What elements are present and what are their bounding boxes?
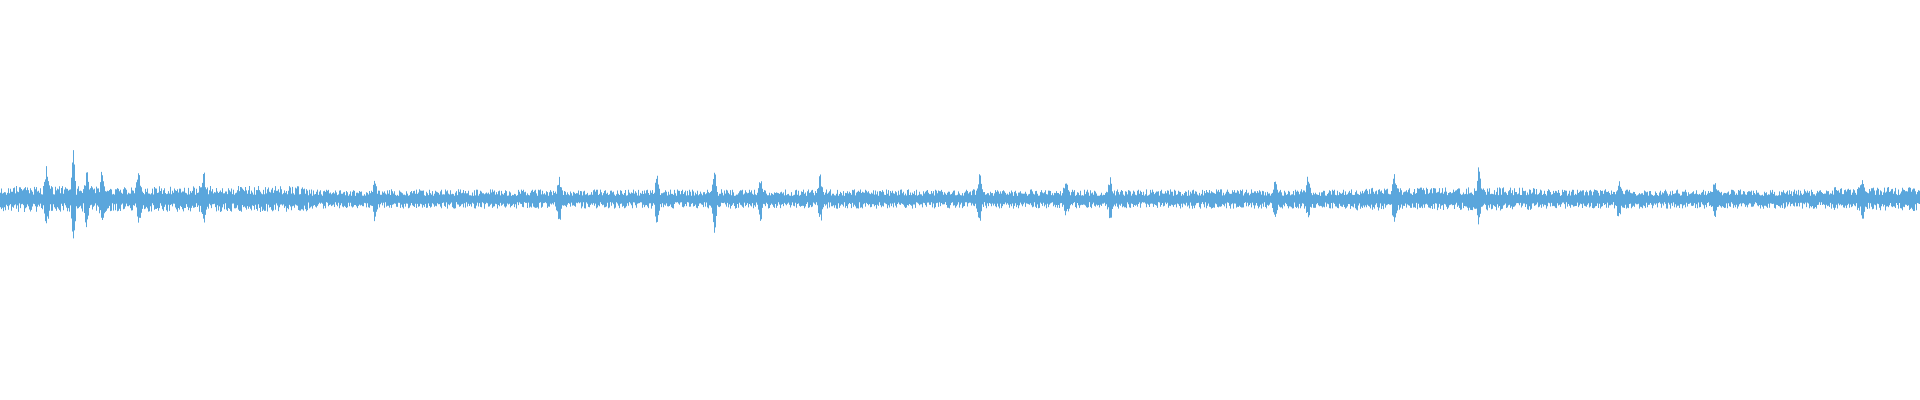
waveform-trace xyxy=(0,150,1920,239)
